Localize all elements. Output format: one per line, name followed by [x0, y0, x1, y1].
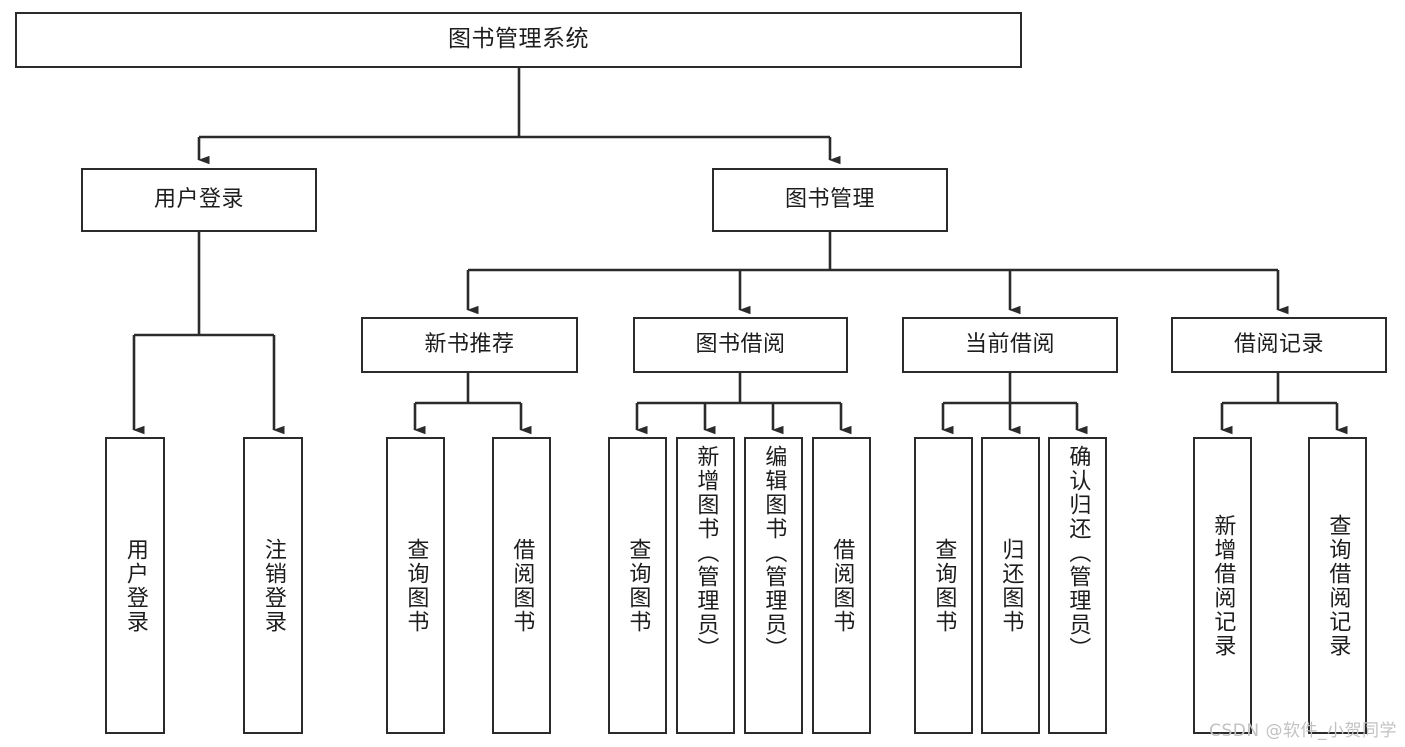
leaf-br-add-record-label: 新增借阅记录	[1210, 513, 1236, 658]
leaf-br-query-record[interactable]: 查询借阅记录	[1308, 437, 1367, 734]
node-root-system[interactable]: 图书管理系统	[15, 12, 1022, 68]
node-current-borrow[interactable]: 当前借阅	[902, 317, 1118, 373]
leaf-cb-return-book-label: 归还图书	[998, 537, 1024, 634]
leaf-user-login-label: 用户登录	[122, 537, 148, 634]
node-user-login-label: 用户登录	[153, 187, 244, 213]
leaf-logout-label: 注销登录	[260, 537, 286, 634]
node-book-manage[interactable]: 图书管理	[712, 168, 948, 232]
node-book-borrow-label: 图书借阅	[695, 332, 786, 358]
leaf-bb-add-book-admin-label: 新增图书（管理员）	[693, 445, 719, 661]
leaf-cb-confirm-return-admin[interactable]: 确认归还（管理员）	[1048, 437, 1107, 734]
csdn-watermark: CSDN @软件_小贺同学	[1209, 721, 1397, 741]
leaf-nb-query-book-label: 查询图书	[403, 537, 429, 634]
leaf-nb-query-book[interactable]: 查询图书	[386, 437, 445, 734]
node-new-book-recommend-label: 新书推荐	[424, 332, 515, 358]
leaf-cb-return-book[interactable]: 归还图书	[981, 437, 1040, 734]
leaf-br-query-record-label: 查询借阅记录	[1325, 513, 1351, 658]
node-book-borrow[interactable]: 图书借阅	[633, 317, 848, 373]
leaf-bb-query-book-label: 查询图书	[625, 537, 651, 634]
leaf-cb-query-book-label: 查询图书	[931, 537, 957, 634]
leaf-cb-query-book[interactable]: 查询图书	[914, 437, 973, 734]
node-borrow-record[interactable]: 借阅记录	[1171, 317, 1387, 373]
leaf-logout[interactable]: 注销登录	[243, 437, 303, 734]
node-root-label: 图书管理系统	[448, 26, 589, 53]
leaf-bb-edit-book-admin[interactable]: 编辑图书（管理员）	[744, 437, 803, 734]
leaf-br-add-record[interactable]: 新增借阅记录	[1193, 437, 1252, 734]
node-user-login[interactable]: 用户登录	[81, 168, 317, 232]
leaf-user-login[interactable]: 用户登录	[105, 437, 165, 734]
leaf-bb-query-book[interactable]: 查询图书	[608, 437, 667, 734]
leaf-nb-borrow-book[interactable]: 借阅图书	[492, 437, 551, 734]
leaf-bb-borrow-book[interactable]: 借阅图书	[812, 437, 871, 734]
leaf-cb-confirm-return-admin-label: 确认归还（管理员）	[1065, 445, 1091, 661]
node-book-manage-label: 图书管理	[784, 187, 875, 213]
node-current-borrow-label: 当前借阅	[964, 332, 1055, 358]
leaf-nb-borrow-book-label: 借阅图书	[509, 537, 535, 634]
leaf-bb-edit-book-admin-label: 编辑图书（管理员）	[761, 445, 787, 661]
leaf-bb-borrow-book-label: 借阅图书	[829, 537, 855, 634]
leaf-bb-add-book-admin[interactable]: 新增图书（管理员）	[676, 437, 735, 734]
node-new-book-recommend[interactable]: 新书推荐	[361, 317, 578, 373]
node-borrow-record-label: 借阅记录	[1233, 332, 1324, 358]
